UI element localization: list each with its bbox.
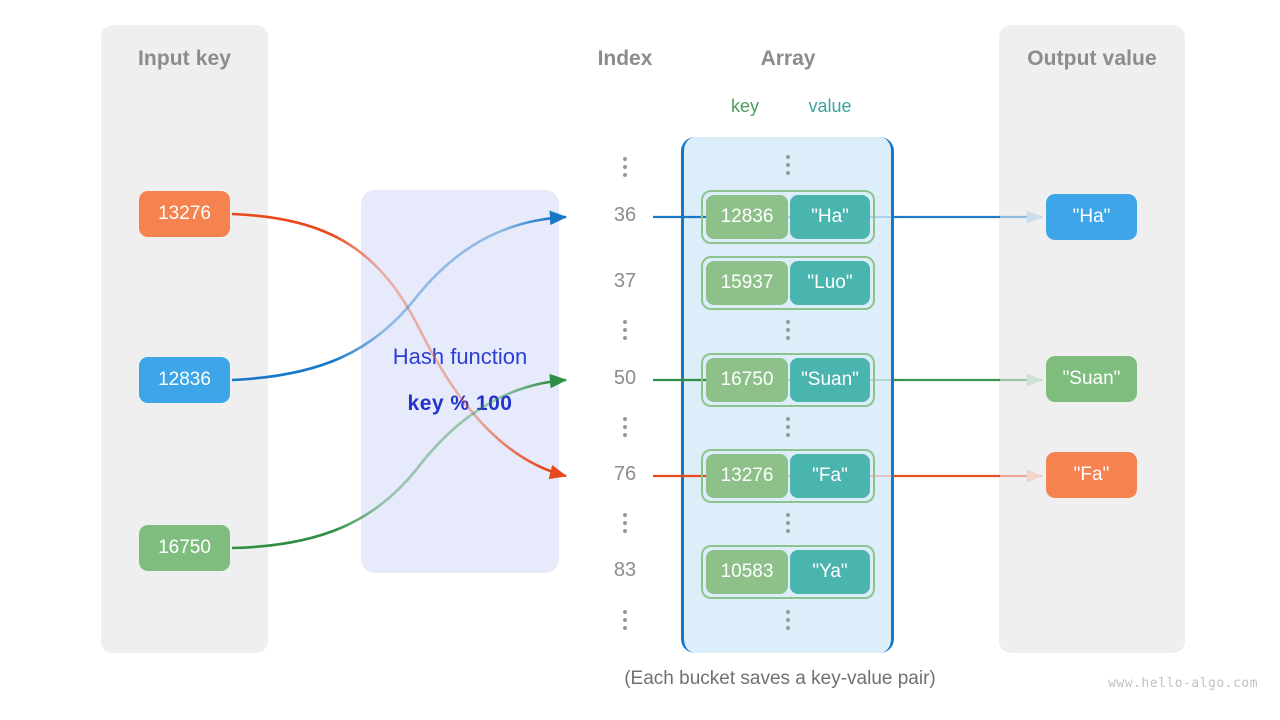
input-key-chip-13276[interactable]: 13276: [139, 191, 230, 237]
bucket-15937[interactable]: 15937"Luo": [701, 256, 875, 310]
array-ellipsis: [681, 417, 894, 437]
index-label-50: 50: [613, 367, 637, 389]
bucket-value-cell: "Suan": [790, 358, 870, 402]
bucket-key-cell: 10583: [706, 550, 788, 594]
index-ellipsis: [597, 513, 653, 533]
array-column-heading: Array: [760, 47, 816, 70]
bucket-value-cell: "Ya": [790, 550, 870, 594]
bucket-12836[interactable]: 12836"Ha": [701, 190, 875, 244]
value-subcolumn-heading: value: [808, 96, 852, 116]
index-label-37: 37: [613, 270, 637, 292]
bucket-key-cell: 16750: [706, 358, 788, 402]
hash-function-formula: key % 100: [407, 392, 513, 415]
output-value-panel-title: Output value: [1027, 47, 1157, 70]
hash-function-box: [361, 190, 559, 573]
bucket-10583[interactable]: 10583"Ya": [701, 545, 875, 599]
bucket-key-cell: 13276: [706, 454, 788, 498]
diagram-caption: (Each bucket saves a key-value pair): [624, 668, 936, 689]
index-ellipsis: [597, 417, 653, 437]
index-label-36: 36: [613, 204, 637, 226]
hash-function-label: Hash function: [392, 344, 528, 369]
bucket-key-cell: 15937: [706, 261, 788, 305]
bucket-key-cell: 12836: [706, 195, 788, 239]
output-value-chip-suan[interactable]: "Suan": [1046, 356, 1137, 402]
bucket-value-cell: "Ha": [790, 195, 870, 239]
index-ellipsis: [597, 157, 653, 177]
input-key-chip-12836[interactable]: 12836: [139, 357, 230, 403]
watermark: www.hello-algo.com: [1108, 676, 1258, 691]
bucket-value-cell: "Fa": [790, 454, 870, 498]
bucket-value-cell: "Luo": [790, 261, 870, 305]
index-column-heading: Index: [597, 47, 653, 70]
bucket-13276[interactable]: 13276"Fa": [701, 449, 875, 503]
output-value-panel: Output value: [999, 25, 1185, 653]
input-key-panel-title: Input key: [137, 47, 232, 70]
array-ellipsis: [681, 513, 894, 533]
key-subcolumn-heading: key: [730, 96, 759, 116]
index-label-76: 76: [613, 463, 637, 485]
input-key-chip-16750[interactable]: 16750: [139, 525, 230, 571]
output-value-chip-fa[interactable]: "Fa": [1046, 452, 1137, 498]
index-label-83: 83: [613, 559, 637, 581]
index-ellipsis: [597, 610, 653, 630]
array-ellipsis: [681, 155, 894, 175]
index-ellipsis: [597, 320, 653, 340]
bucket-16750[interactable]: 16750"Suan": [701, 353, 875, 407]
output-value-chip-ha[interactable]: "Ha": [1046, 194, 1137, 240]
array-ellipsis: [681, 610, 894, 630]
array-ellipsis: [681, 320, 894, 340]
